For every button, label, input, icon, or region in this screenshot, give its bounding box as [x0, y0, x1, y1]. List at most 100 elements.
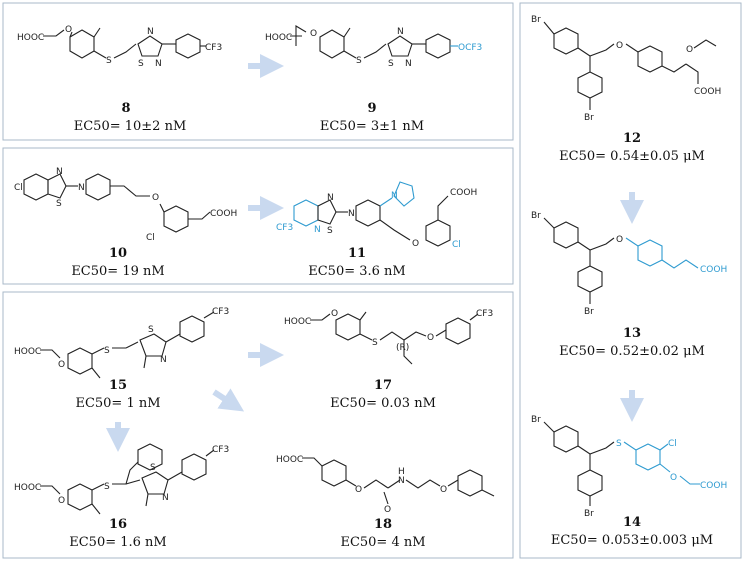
- panel-diaryl: [519, 2, 742, 559]
- ec50-13: EC50= 0.52±0.02 μM: [559, 344, 705, 359]
- svg-text:Cl: Cl: [146, 233, 155, 243]
- compound-label-13: 13: [623, 326, 641, 341]
- svg-text:S: S: [372, 338, 378, 348]
- svg-text:Br: Br: [584, 113, 594, 123]
- svg-text:O: O: [686, 45, 693, 55]
- svg-text:HOOC: HOOC: [14, 483, 41, 493]
- svg-text:N: N: [398, 476, 405, 486]
- svg-text:H: H: [398, 467, 405, 477]
- svg-text:S: S: [356, 56, 362, 66]
- svg-text:S: S: [327, 226, 333, 236]
- arrow-15-to-18: [212, 388, 245, 412]
- svg-text:S: S: [148, 325, 154, 335]
- svg-text:O: O: [152, 193, 159, 203]
- structure-16: HOOC O S N S CF3: [14, 443, 229, 515]
- svg-text:O: O: [616, 235, 623, 245]
- svg-text:CF3: CF3: [205, 43, 222, 53]
- structure-15: HOOC O S N S CF3: [14, 307, 229, 379]
- panel-benzothiazole: [2, 147, 514, 285]
- svg-text:O: O: [670, 473, 677, 483]
- svg-text:Cl: Cl: [452, 240, 461, 250]
- ec50-12: EC50= 0.54±0.05 μM: [559, 149, 705, 164]
- svg-text:Br: Br: [584, 307, 594, 317]
- svg-text:N: N: [397, 27, 404, 37]
- svg-text:O: O: [58, 496, 65, 506]
- structure-8: HOOC O S S N N CF3: [17, 25, 222, 69]
- compound-label-11: 11: [348, 246, 366, 261]
- svg-text:O: O: [310, 29, 317, 39]
- ec50-17: EC50= 0.03 nM: [330, 396, 436, 411]
- compound-label-12: 12: [623, 131, 641, 146]
- ec50-9: EC50= 3±1 nM: [320, 119, 424, 134]
- svg-text:COOH: COOH: [694, 87, 721, 97]
- compound-label-14: 14: [623, 515, 641, 530]
- svg-text:Br: Br: [531, 15, 541, 25]
- structure-18: HOOC O O H N O: [276, 455, 495, 515]
- ec50-14: EC50= 0.053±0.003 μM: [551, 533, 713, 548]
- svg-text:S: S: [104, 482, 110, 492]
- ec50-10: EC50= 19 nM: [71, 264, 164, 279]
- svg-text:O: O: [440, 485, 447, 495]
- svg-text:S: S: [106, 56, 112, 66]
- svg-text:O: O: [331, 309, 338, 319]
- structure-14: Br S Br Cl O COOH: [531, 415, 727, 519]
- structure-12: Br O Br O COOH: [531, 15, 721, 123]
- svg-text:COOH: COOH: [700, 265, 727, 275]
- structure-11: CF3 N N S N N O COOH Cl: [276, 181, 477, 250]
- compound-label-8: 8: [121, 101, 130, 116]
- svg-text:HOOC: HOOC: [284, 317, 311, 327]
- compound-label-15: 15: [109, 378, 127, 393]
- structure-10: Cl N S N O Cl COOH: [14, 167, 237, 243]
- svg-text:CF3: CF3: [212, 445, 229, 455]
- svg-text:Br: Br: [531, 211, 541, 221]
- svg-text:O: O: [427, 333, 434, 343]
- svg-text:N: N: [314, 225, 321, 235]
- panel-thiadiazole: [2, 2, 514, 141]
- svg-text:CF3: CF3: [476, 309, 493, 319]
- svg-text:O: O: [616, 41, 623, 51]
- ec50-11: EC50= 3.6 nM: [308, 264, 406, 279]
- compound-label-10: 10: [109, 246, 127, 261]
- svg-text:S: S: [616, 439, 622, 449]
- svg-text:(R): (R): [396, 343, 409, 353]
- svg-text:N: N: [327, 193, 334, 203]
- svg-text:S: S: [104, 346, 110, 356]
- ec50-16: EC50= 1.6 nM: [69, 535, 167, 550]
- structure-17: HOOC O S (R) O CF3: [284, 309, 493, 365]
- compound-label-9: 9: [367, 101, 376, 116]
- svg-text:COOH: COOH: [210, 209, 237, 219]
- svg-text:N: N: [348, 209, 355, 219]
- ec50-8: EC50= 10±2 nM: [74, 119, 187, 134]
- ec50-15: EC50= 1 nM: [75, 396, 160, 411]
- panel-thiazole: [2, 291, 514, 559]
- svg-text:S: S: [56, 199, 62, 209]
- svg-text:HOOC: HOOC: [17, 33, 44, 43]
- svg-text:HOOC: HOOC: [276, 455, 303, 465]
- compound-label-17: 17: [374, 378, 392, 393]
- svg-text:Cl: Cl: [14, 183, 23, 193]
- svg-text:O: O: [355, 485, 362, 495]
- svg-text:CF3: CF3: [276, 223, 293, 233]
- svg-text:Br: Br: [531, 415, 541, 425]
- svg-text:S: S: [138, 59, 144, 69]
- svg-text:S: S: [388, 59, 394, 69]
- svg-text:N: N: [147, 27, 154, 37]
- svg-text:Cl: Cl: [668, 439, 677, 449]
- svg-text:O: O: [412, 239, 419, 249]
- svg-text:N: N: [160, 355, 167, 365]
- compound-label-16: 16: [109, 517, 127, 532]
- svg-text:OCF3: OCF3: [458, 43, 482, 53]
- svg-text:Br: Br: [584, 509, 594, 519]
- svg-text:O: O: [58, 360, 65, 370]
- svg-text:O: O: [65, 25, 72, 35]
- svg-text:HOOC: HOOC: [14, 347, 41, 357]
- svg-text:N: N: [155, 59, 162, 69]
- svg-text:COOH: COOH: [450, 188, 477, 198]
- svg-text:CF3: CF3: [212, 307, 229, 317]
- ec50-18: EC50= 4 nM: [340, 535, 425, 550]
- structure-13: Br O Br COOH: [531, 211, 727, 317]
- svg-text:HOOC: HOOC: [265, 33, 292, 43]
- svg-text:N: N: [162, 493, 169, 503]
- arrows: [106, 54, 644, 452]
